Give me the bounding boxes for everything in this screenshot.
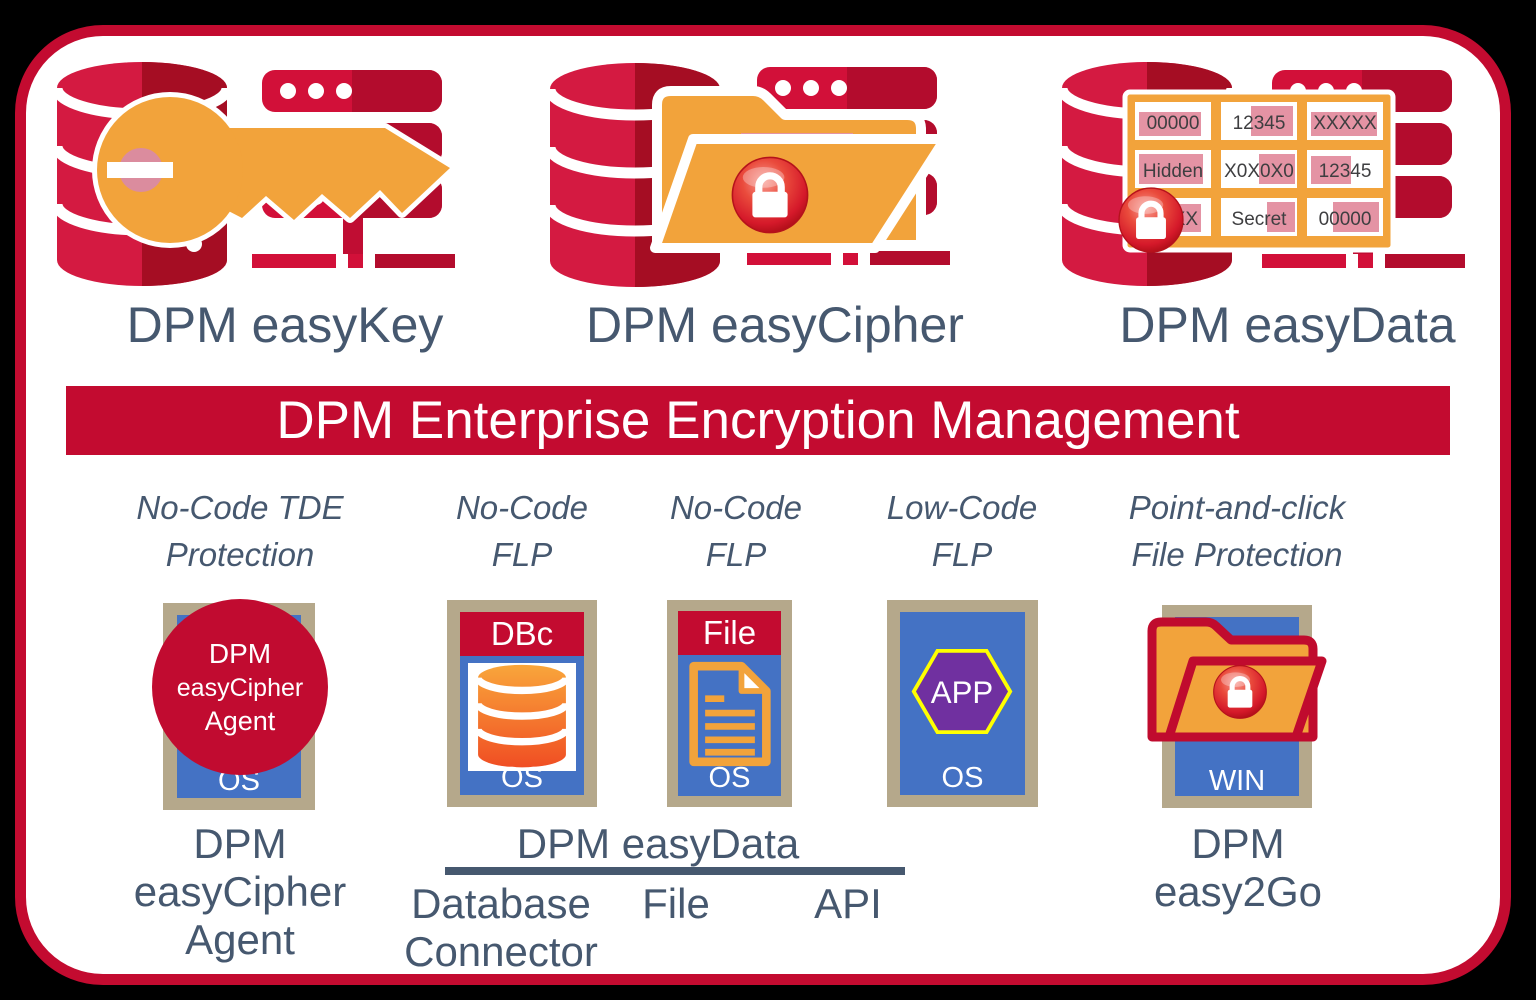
caption-line: API — [814, 880, 882, 927]
app-label: APP — [931, 675, 993, 710]
header-line: No-Code — [455, 489, 589, 526]
caption-line: DPM — [1191, 820, 1285, 867]
data-grid-icon: 00000 12345 XXXXX Hidden X0X0X0 12345 XX… — [1119, 89, 1396, 252]
platform-label: OS — [501, 762, 543, 794]
grid-cell-value: 12345 — [1319, 161, 1372, 182]
header-no-code-tde: No-Code TDE Protection — [60, 484, 420, 578]
agent-circle-line: Agent — [204, 705, 276, 736]
key-icon — [92, 92, 455, 248]
platform-label: OS — [941, 762, 984, 794]
grid-cell-value: Secret — [1232, 209, 1288, 230]
agent-circle: DPM easyCipher Agent — [152, 599, 328, 775]
app-hexagon-icon: APP — [910, 644, 1014, 744]
caption-easycipher-agent: DPM easyCipher Agent — [90, 820, 390, 964]
lock-icon — [1214, 666, 1267, 719]
header-line: Point-and-click — [1128, 489, 1346, 526]
header-line: FLP — [491, 536, 553, 573]
grid-cell-value: Hidden — [1143, 161, 1203, 182]
banner: DPM Enterprise Encryption Management — [66, 386, 1450, 455]
header-point-and-click: Point-and-click File Protection — [1057, 484, 1417, 578]
caption-line: File — [642, 880, 710, 927]
product-label-easykey: DPM easyKey — [126, 297, 444, 353]
header-line: Protection — [165, 536, 315, 573]
box-api: APP OS — [887, 600, 1038, 807]
header-line: FLP — [931, 536, 993, 573]
product-label-easycipher: DPM easyCipher — [586, 297, 964, 353]
caption-line: DPM — [193, 820, 287, 867]
folder-lock-icon — [650, 86, 950, 253]
agent-circle-line: DPM — [208, 637, 272, 669]
platform-label: OS — [708, 762, 751, 794]
lock-icon — [732, 157, 807, 232]
lock-icon — [1119, 188, 1183, 252]
easydata-group-divider — [445, 867, 905, 875]
caption-line: easyCipher — [133, 868, 347, 915]
dbc-badge: DBc — [460, 612, 584, 656]
caption-line: Database — [411, 880, 591, 927]
box-database-connector: DBc OS — [447, 600, 597, 807]
caption-line: Connector — [404, 928, 598, 975]
header-low-code-flp: Low-Code FLP — [842, 484, 1082, 578]
header-no-code-flp-2: No-Code FLP — [616, 484, 856, 578]
header-line: File Protection — [1131, 536, 1343, 573]
caption-file: File — [616, 880, 736, 928]
caption-api: API — [788, 880, 908, 928]
banner-title: DPM Enterprise Encryption Management — [276, 391, 1240, 450]
document-icon — [686, 660, 774, 773]
easykey-icon — [50, 56, 455, 294]
header-no-code-flp-1: No-Code FLP — [402, 484, 642, 578]
caption-line: easy2Go — [1153, 868, 1323, 915]
header-line: Low-Code — [886, 489, 1038, 526]
easycipher-icon — [545, 55, 950, 300]
header-line: No-Code — [669, 489, 803, 526]
easydata-group-label: DPM easyData — [458, 820, 858, 868]
file-badge: File — [678, 611, 781, 655]
header-line: No-Code TDE — [136, 489, 344, 526]
db-card — [468, 663, 576, 771]
agent-circle-line: easyCipher — [176, 673, 304, 702]
platform-label: WIN — [1208, 765, 1266, 797]
box-file: File OS — [667, 600, 792, 807]
grid-cell-value: X0X0X0 — [1224, 161, 1294, 182]
caption-line: Agent — [185, 916, 295, 963]
caption-easy2go: DPM easy2Go — [1128, 820, 1348, 916]
caption-database-connector: Database Connector — [391, 880, 611, 976]
grid-cell-value: 12345 — [1233, 113, 1286, 134]
caption-line: DPM easyData — [516, 820, 800, 867]
easydata-icon: 00000 12345 XXXXX Hidden X0X0X0 12345 XX… — [1055, 56, 1515, 296]
header-line: FLP — [705, 536, 767, 573]
grid-cell-value: 00000 — [1319, 209, 1372, 230]
easy2go-folder-icon — [1147, 617, 1327, 742]
grid-cell-value: XXXXX — [1313, 113, 1377, 134]
grid-cell-value: 00000 — [1147, 113, 1200, 134]
box-easycipher-agent: OS DPM easyCipher Agent — [152, 599, 328, 810]
product-label-easydata: DPM easyData — [1119, 297, 1456, 353]
orange-database-icon — [474, 664, 570, 768]
